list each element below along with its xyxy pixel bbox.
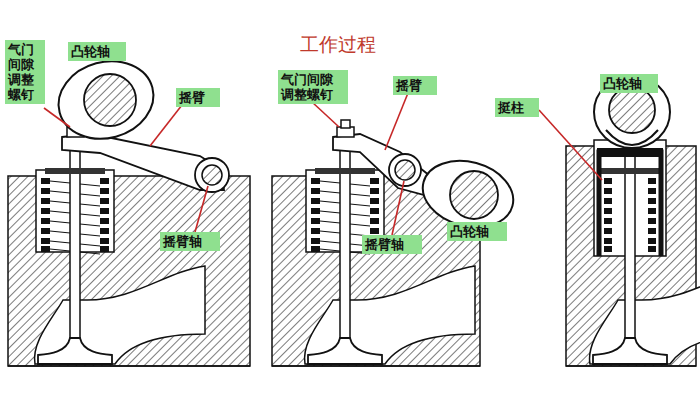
label-text: 摇臂轴 — [365, 237, 419, 252]
leader-line — [312, 102, 339, 127]
label-text: 凸轮轴 — [450, 224, 504, 239]
rocker-shaft — [395, 160, 415, 180]
part-label: 摇臂轴 — [362, 235, 422, 254]
part-label: 凸轮轴 — [447, 222, 507, 241]
rocker-arm — [333, 134, 430, 196]
tappet-crown — [597, 148, 663, 157]
leader-lines — [44, 93, 602, 235]
label-text: 摇臂轴 — [163, 234, 217, 249]
part-label: 摇臂 — [393, 76, 437, 95]
camshaft — [450, 171, 498, 219]
leader-line — [539, 110, 602, 180]
leader-line — [44, 108, 70, 127]
part-label: 凸轮轴 — [600, 74, 658, 93]
camshaft — [84, 74, 136, 126]
label-text: 挺柱 — [498, 100, 536, 115]
label-text: 凸轮轴 — [603, 76, 655, 91]
rocker-shaft — [202, 165, 222, 185]
camshaft — [609, 87, 655, 133]
label-text: 凸轮轴 — [71, 44, 123, 59]
middle-mechanism — [272, 120, 521, 366]
rocker-boss — [389, 154, 421, 186]
diagram-title: 工作过程 — [300, 32, 376, 58]
head-face — [272, 365, 480, 367]
head-face — [8, 365, 250, 367]
head-face — [566, 365, 696, 367]
leader-line — [195, 186, 208, 232]
valve — [38, 136, 112, 364]
leader-line — [150, 105, 182, 146]
part-label: 凸轮轴 — [68, 42, 126, 61]
leader-line — [392, 181, 404, 235]
label-text: 摇臂 — [396, 78, 434, 93]
adjusting-screw — [341, 120, 350, 128]
part-label: 摇臂轴 — [160, 232, 220, 251]
bucket-tappet — [599, 152, 661, 256]
label-text: 气门间隙 调整螺钉 — [281, 72, 345, 102]
part-label: 挺柱 — [495, 98, 539, 117]
leader-line — [385, 93, 408, 150]
cam-lobe — [594, 76, 670, 148]
label-text: 气门 间隙 调整 螺钉 — [8, 42, 42, 102]
label-text: 摇臂 — [179, 90, 217, 105]
cam-lobe — [50, 51, 162, 149]
part-label: 气门间隙 调整螺钉 — [278, 70, 348, 104]
rocker-boss — [195, 158, 229, 192]
valve — [593, 136, 667, 364]
part-label: 摇臂 — [176, 88, 220, 107]
part-label: 气门 间隙 调整 螺钉 — [5, 40, 45, 104]
right-mechanism — [566, 76, 700, 366]
